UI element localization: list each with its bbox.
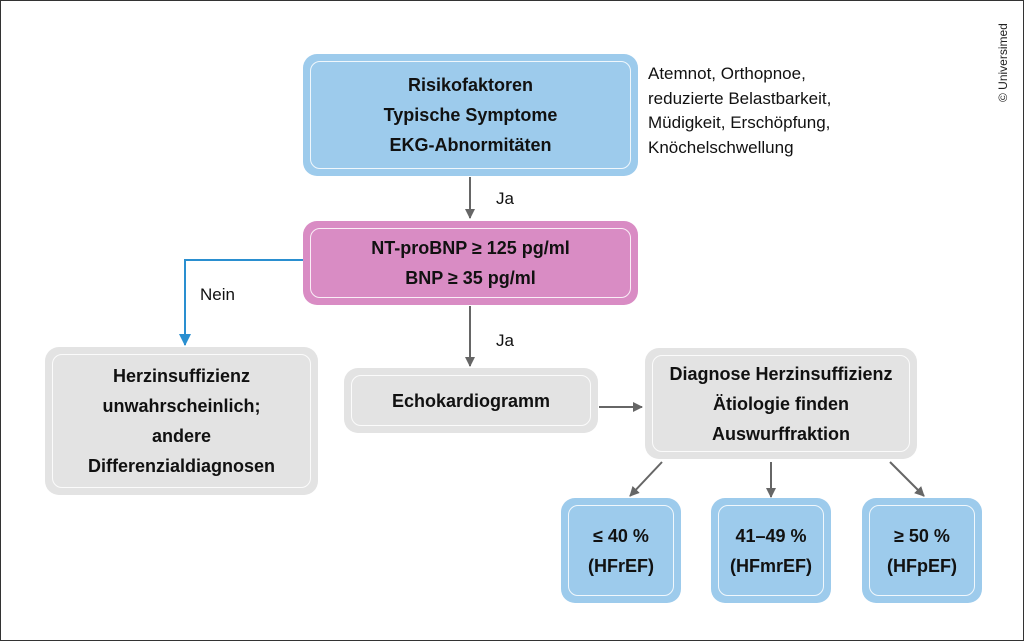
diagnosis-line: Diagnose Herzinsuffizienz [669,363,893,384]
ef-type: (HFpEF) [887,555,957,576]
ef-box-preserved: ≥ 50 % (HFpEF) [862,498,982,603]
arrow-diagnosis-to-ef3 [889,461,925,497]
symptom: Atemnot, Orthopnoe, [648,64,806,83]
ef-type: (HFmrEF) [730,555,812,576]
edge-label-yes: Ja [496,331,514,350]
ef-value: 41–49 % [735,525,807,546]
echo-box: Echokardiogramm [344,368,598,433]
start-line: EKG-Abnormitäten [389,135,552,155]
edge-label-no: Nein [200,285,235,304]
ef-value: ≥ 50 % [894,525,950,546]
biomarker-line: NT-proBNP ≥ 125 pg/ml [371,238,570,258]
start-line: Risikofaktoren [407,75,534,95]
unlikely-line: andere [151,426,212,446]
symptom: reduzierte Belastbarkeit, [648,88,832,108]
ef-type: (HFrEF) [588,555,654,576]
echo-label: Echokardiogramm [391,390,551,411]
unlikely-line: unwahrscheinlich; [102,396,261,416]
copyright: © Universimed [996,23,1010,102]
arrow-no [179,259,303,346]
ef-box-reduced: ≤ 40 % (HFrEF) [561,498,681,603]
arrow-diagnosis-to-ef1 [629,461,663,497]
diagnosis-line: Auswurffraktion [711,423,850,444]
ef-box-midrange: 41–49 % (HFmrEF) [711,498,831,603]
edge-label-yes: Ja [496,189,514,208]
symptom: Müdigkeit, Erschöpfung, [648,113,831,132]
unlikely-line: Differenzialdiagnosen [87,456,276,476]
start-line: Typische Symptome [383,105,558,125]
ef-value: ≤ 40 % [593,525,649,546]
diagnosis-line: Ätiologie finden [713,393,849,414]
unlikely-line: Herzinsuffizienz [112,366,250,386]
symptom-list: Atemnot, Orthopnoe, reduzierte Belastbark… [648,62,831,160]
symptom: Knöchelschwellung [648,137,794,157]
biomarker-line: BNP ≥ 35 pg/ml [405,268,536,288]
